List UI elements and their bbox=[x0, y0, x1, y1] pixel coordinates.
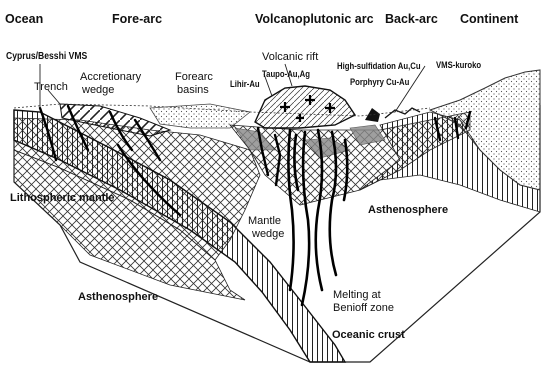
volcanic-edifice bbox=[255, 86, 355, 128]
header-ocean: Ocean bbox=[5, 13, 43, 26]
label-lithospheric-mantle: Lithospheric mantle bbox=[10, 193, 115, 204]
header-fore-arc: Fore-arc bbox=[112, 13, 162, 26]
label-accretionary-2: wedge bbox=[82, 85, 114, 96]
header-back-arc: Back-arc bbox=[385, 13, 438, 26]
header-volcanoplutonic-arc: Volcanoplutonic arc bbox=[255, 13, 374, 26]
label-oceanic-crust: Oceanic crust bbox=[332, 330, 405, 341]
header-continent: Continent bbox=[460, 13, 518, 26]
label-lihir: Lihir-Au bbox=[230, 80, 260, 89]
label-high-sulfidation: High-sulfidation Au,Cu bbox=[337, 62, 421, 71]
label-porphyry: Porphyry Cu-Au bbox=[350, 78, 409, 87]
label-forearc-1: Forearc bbox=[175, 72, 213, 83]
label-asthenosphere-left: Asthenosphere bbox=[78, 292, 158, 303]
label-forearc-2: basins bbox=[177, 85, 209, 96]
label-melting-2: Benioff zone bbox=[333, 303, 394, 314]
label-asthenosphere-right: Asthenosphere bbox=[368, 205, 448, 216]
label-mantle-wedge-1: Mantle bbox=[248, 216, 281, 227]
label-trench: Trench bbox=[34, 82, 68, 93]
label-melting-1: Melting at bbox=[333, 290, 381, 301]
label-taupo: Taupo-Au,Ag bbox=[262, 70, 310, 79]
label-mantle-wedge-2: wedge bbox=[252, 229, 284, 240]
label-accretionary-1: Accretionary bbox=[80, 72, 141, 83]
label-volcanic-rift: Volcanic rift bbox=[262, 52, 318, 63]
label-cyprus-besshi: Cyprus/Besshi VMS bbox=[6, 52, 87, 62]
label-vms-kuroko: VMS-kuroko bbox=[436, 61, 481, 70]
forearc-basin bbox=[150, 104, 250, 128]
